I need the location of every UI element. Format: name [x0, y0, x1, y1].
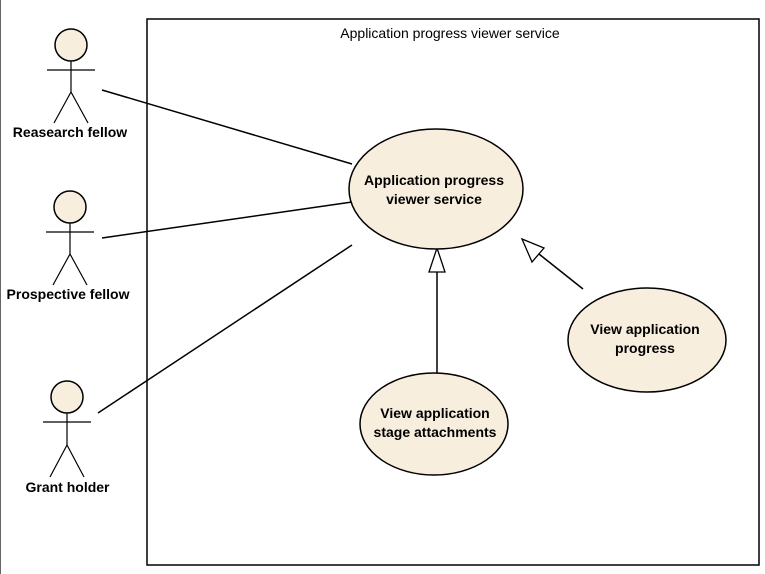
use-case-application-progress-viewer-service	[348, 128, 524, 250]
actor-prospective-fellow	[46, 190, 94, 286]
actor-head	[50, 380, 84, 414]
actor-grant-holder	[43, 380, 91, 478]
system-boundary	[146, 18, 760, 566]
actor-research-fellow	[47, 28, 95, 124]
actor-left-leg	[52, 253, 71, 286]
use-case-view-application-progress	[567, 287, 727, 393]
association-research-fellow	[101, 89, 353, 165]
use-case-line-1: View application	[590, 321, 700, 337]
use-case-line-1: Application progress	[363, 172, 505, 188]
generalization-arrowhead-stage-attachments	[428, 245, 446, 273]
use-case-line-2: stage attachments	[373, 424, 497, 440]
actor-head	[53, 190, 87, 224]
use-case-label-view-application-progress: View application progress	[567, 320, 723, 358]
system-title: Application progress viewer service	[340, 25, 560, 41]
actor-left-leg	[53, 91, 72, 124]
use-case-view-application-stage-attachments	[359, 372, 509, 476]
use-case-line-2: viewer service	[386, 191, 482, 207]
use-case-line-2: progress	[615, 340, 675, 356]
association-grant-holder	[97, 244, 353, 414]
use-case-line-1: View application	[380, 405, 490, 421]
association-prospective-fellow	[101, 201, 353, 239]
actor-left-leg	[49, 444, 68, 478]
actor-label-prospective-fellow: Prospective fellow	[6, 286, 130, 302]
generalization-arrowhead-view-progress	[520, 237, 546, 264]
use-case-label-application-progress-viewer-service: Application progress viewer service	[346, 171, 522, 209]
actor-label-research-fellow: Reasearch fellow	[12, 124, 128, 140]
actor-right-leg	[70, 91, 89, 124]
use-case-label-view-application-stage-attachments: View application stage attachments	[356, 404, 514, 442]
actor-head	[54, 28, 88, 62]
actor-right-leg	[69, 253, 88, 286]
generalization-line-view-progress	[538, 253, 584, 290]
actor-label-grant-holder: Grant holder	[25, 479, 110, 495]
actor-right-leg	[66, 444, 85, 478]
